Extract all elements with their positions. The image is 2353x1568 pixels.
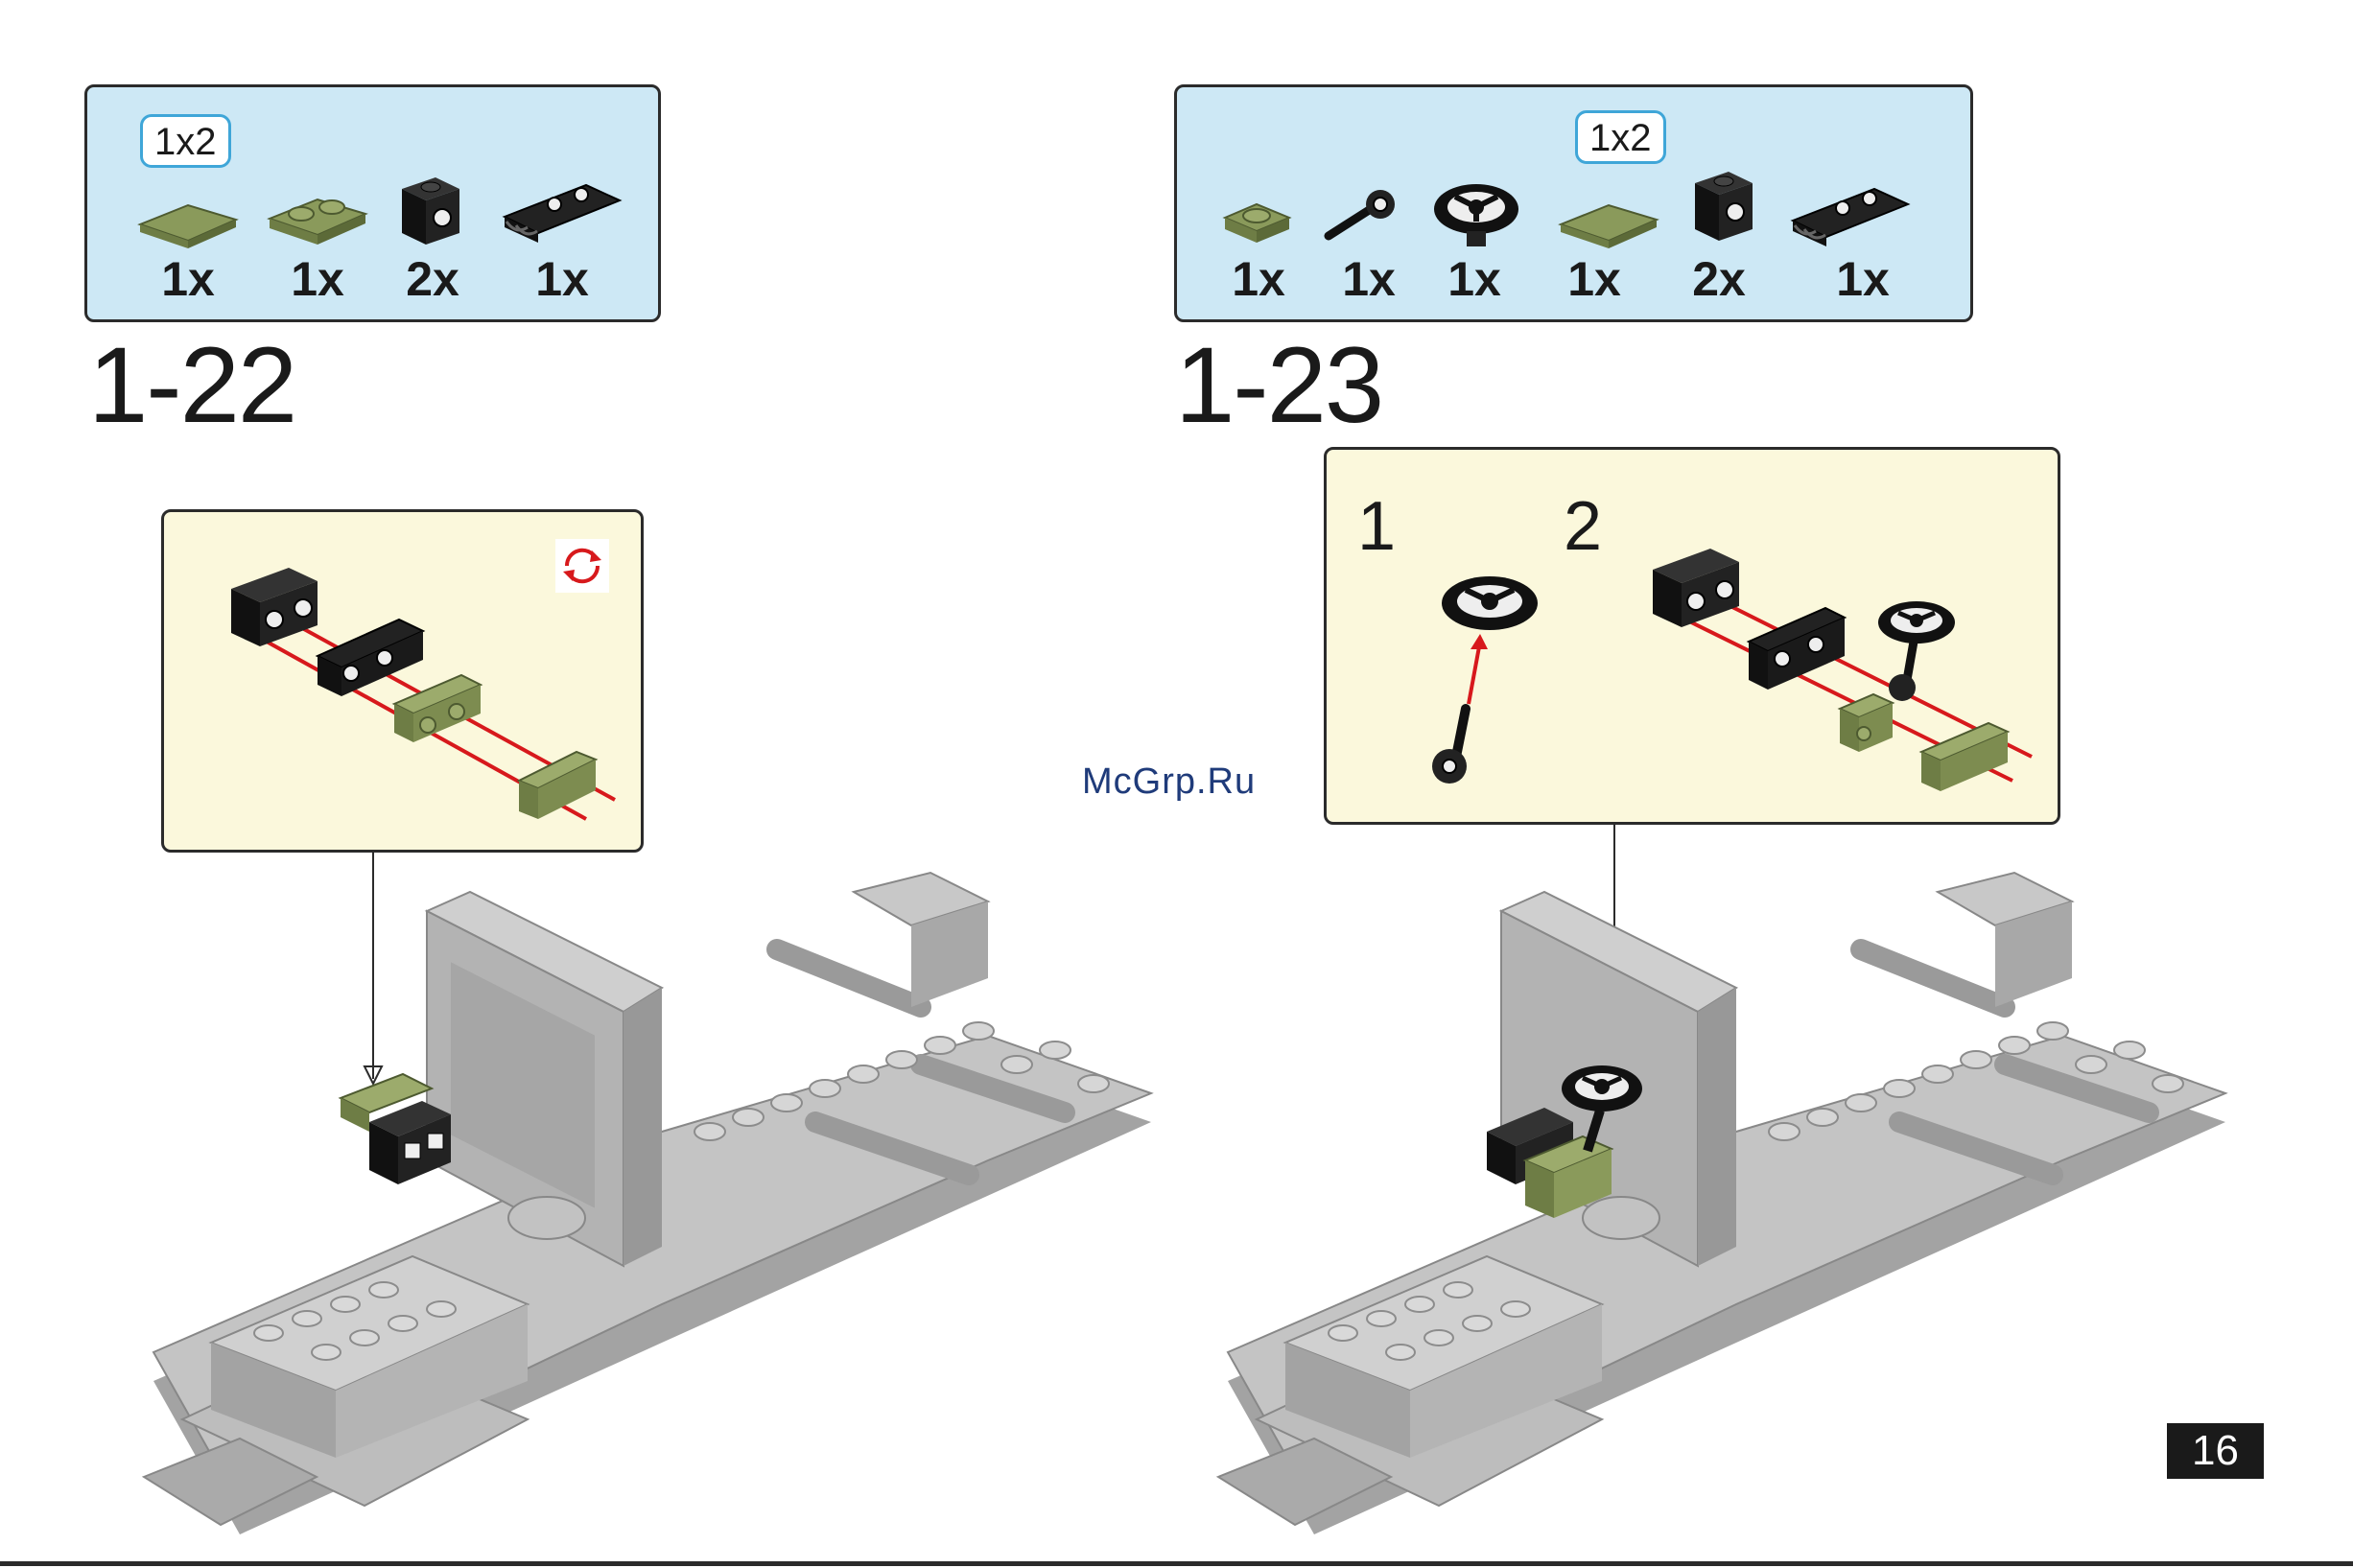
page-number: 16 [2167, 1423, 2264, 1479]
chassis-assembly-illustration [125, 844, 1161, 1467]
watermark: McGrp.Ru [1082, 761, 1256, 803]
chassis-assembly-illustration [1199, 844, 2235, 1467]
bottom-divider [0, 1561, 2353, 1566]
